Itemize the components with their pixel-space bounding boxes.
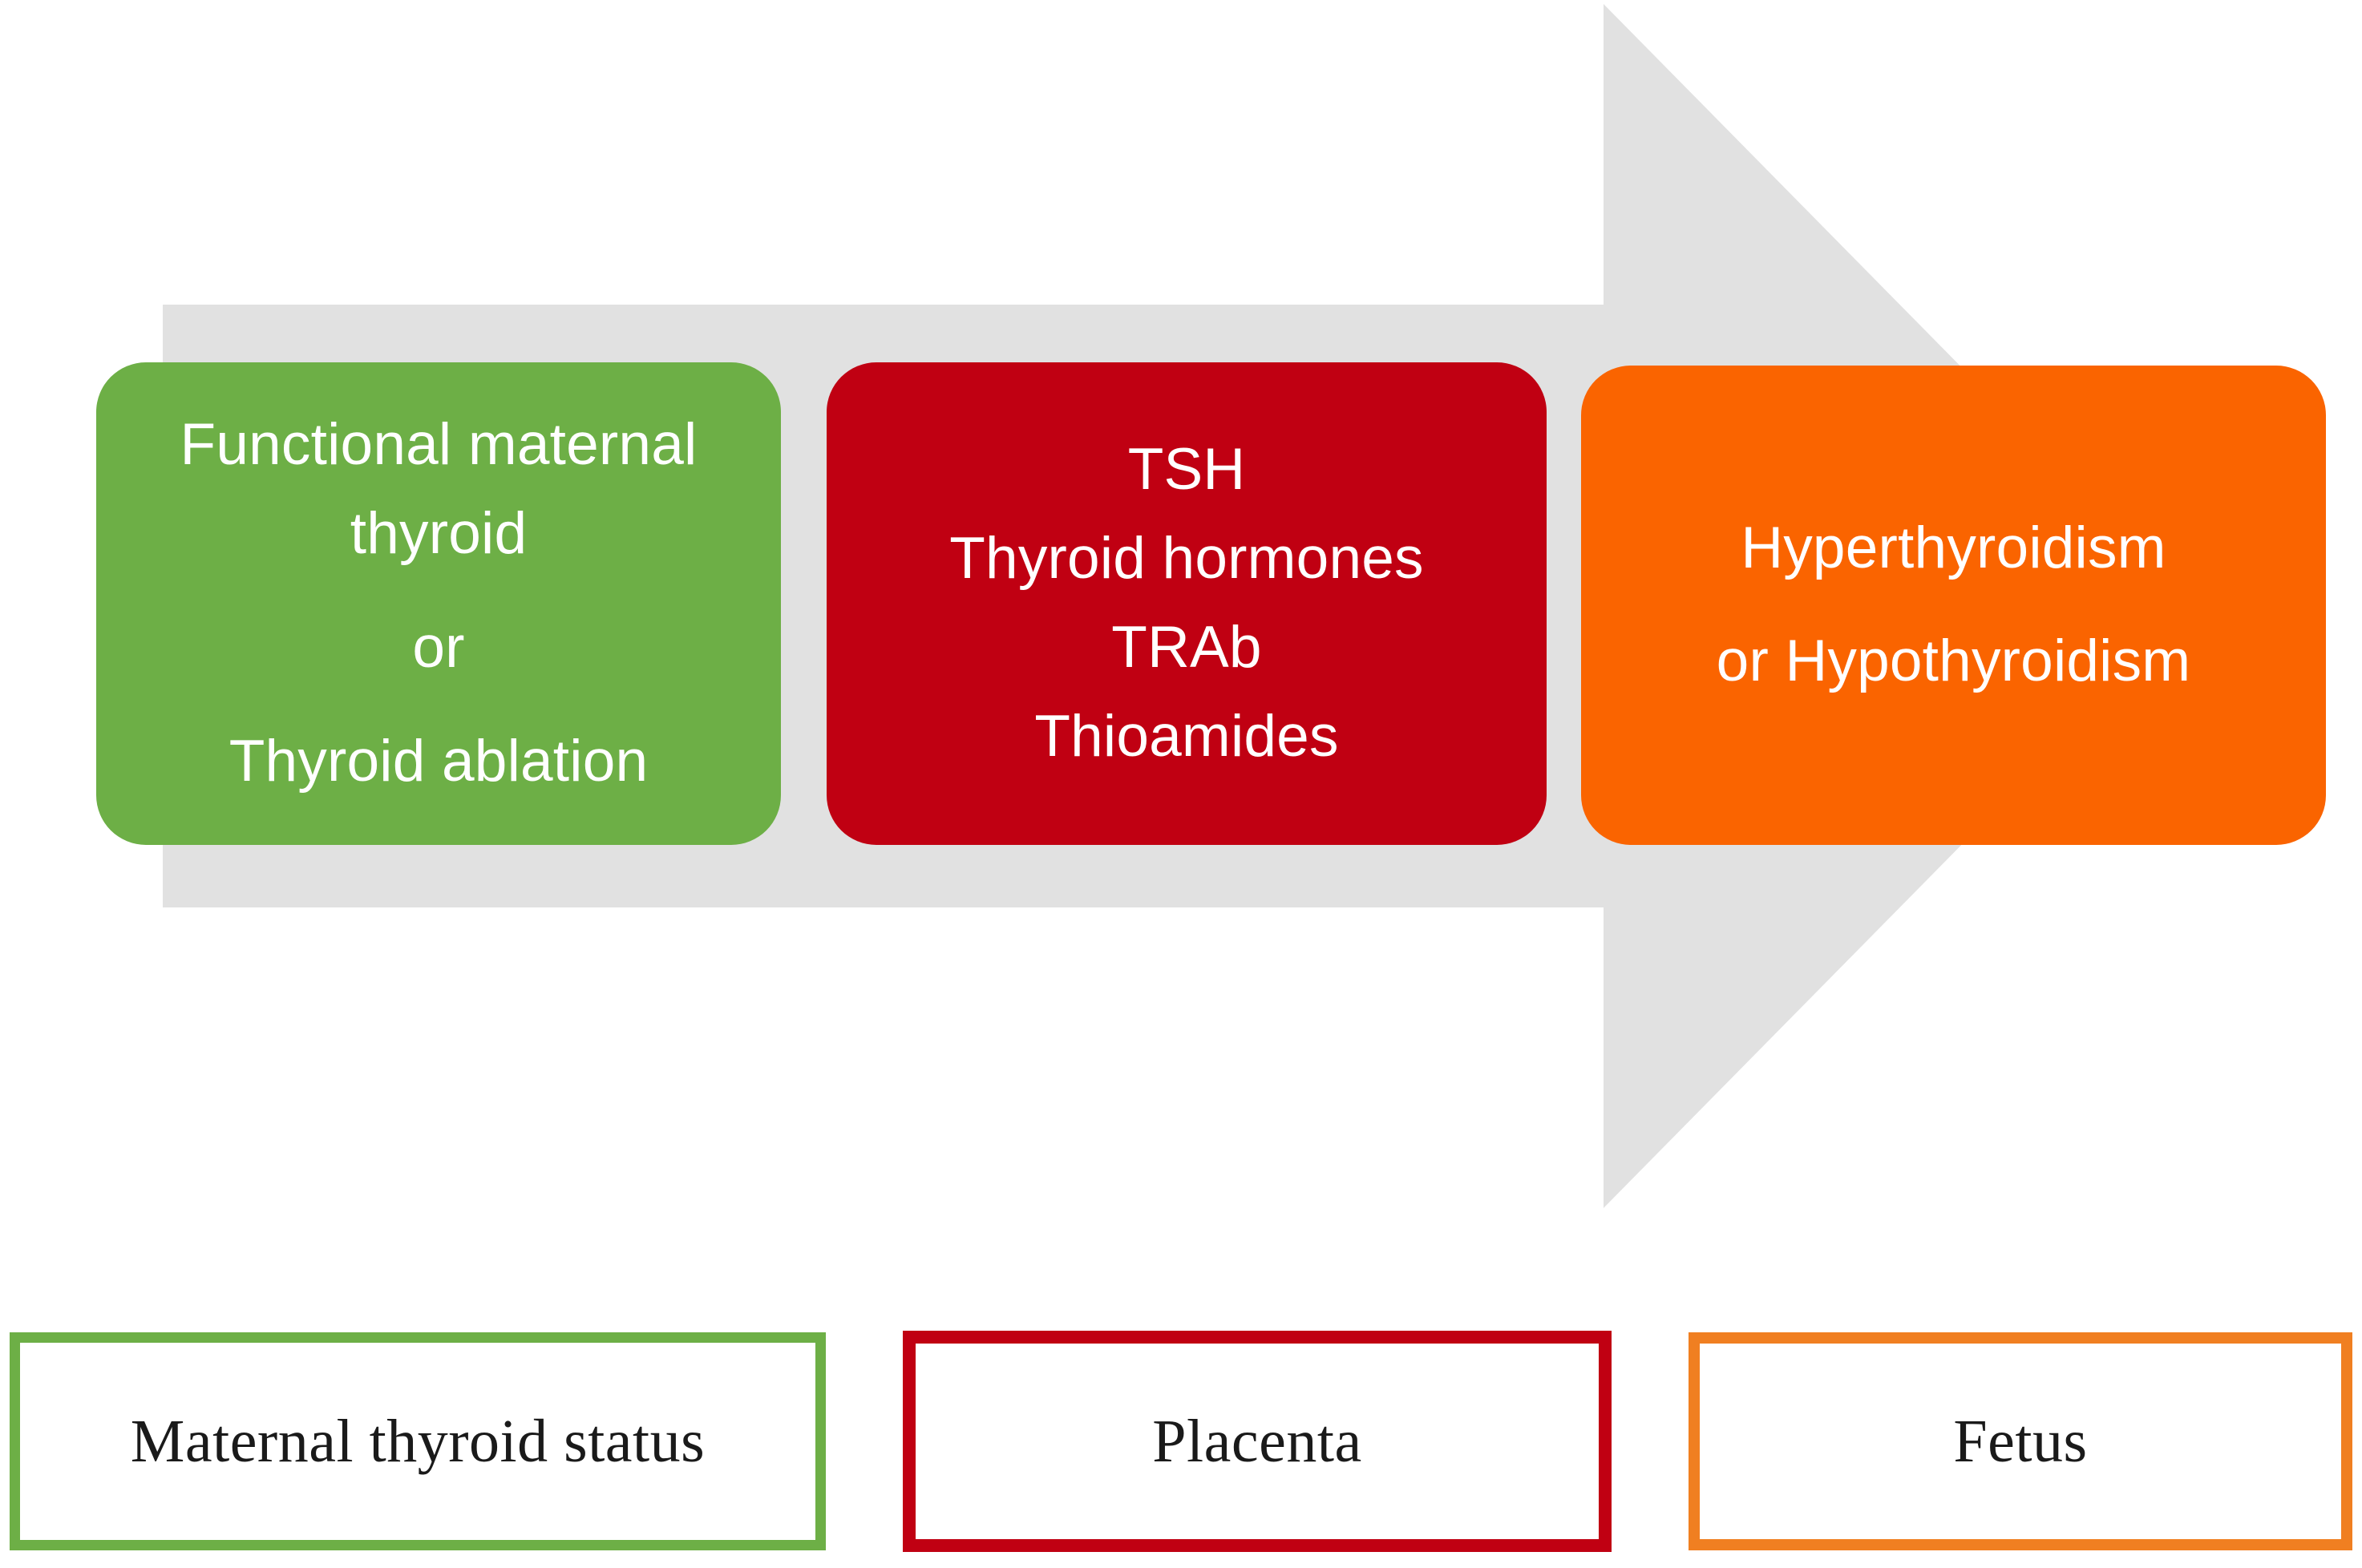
legend-item-maternal-thyroid-status[interactable]: Maternal thyroid status <box>10 1332 826 1550</box>
flow-box-maternal-line-4: Thyroid ablation <box>229 728 649 794</box>
flow-box-placenta[interactable]: TSH Thyroid hormones TRAb Thioamides <box>827 362 1547 845</box>
flow-box-maternal[interactable]: Functional maternal thyroid or Thyroid a… <box>96 362 781 845</box>
flow-box-placenta-line-1: TSH <box>1127 437 1246 503</box>
flow-box-fetus-line-1: Hyperthyroidism <box>1741 515 2166 580</box>
flow-box-fetus[interactable]: Hyperthyroidism or Hypothyroidism <box>1581 366 2326 845</box>
flow-box-fetus-line-2: or Hypothyroidism <box>1716 628 2191 694</box>
flow-box-placenta-line-4: Thioamides <box>1034 703 1339 769</box>
flow-box-maternal-line-3: or <box>412 615 465 680</box>
flow-box-placenta-line-2: Thyroid hormones <box>949 526 1424 592</box>
legend-item-placenta[interactable]: Placenta <box>903 1331 1612 1552</box>
legend-label-maternal: Maternal thyroid status <box>130 1407 706 1475</box>
flow-box-placenta-line-3: TRAb <box>1111 615 1262 680</box>
flow-box-maternal-line-1: Functional maternal <box>180 412 698 478</box>
flow-box-maternal-line-2: thyroid <box>350 501 528 567</box>
legend-label-fetus: Fetus <box>1953 1407 2088 1475</box>
legend-label-placenta: Placenta <box>1152 1407 1362 1475</box>
legend-item-fetus[interactable]: Fetus <box>1689 1332 2352 1550</box>
